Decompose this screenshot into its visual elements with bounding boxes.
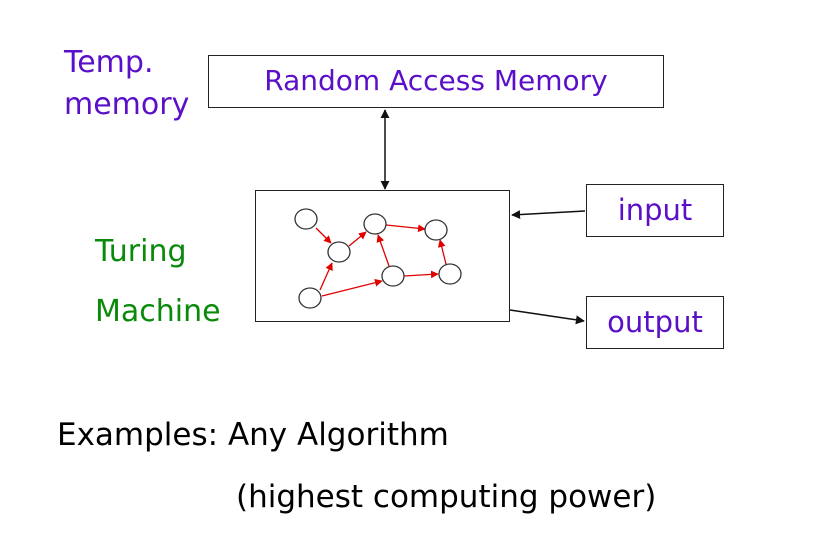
- state-node: [363, 213, 387, 235]
- output-arrow: [509, 309, 585, 325]
- input-arrow: [511, 210, 586, 220]
- state-node: [381, 265, 405, 287]
- state-node: [294, 208, 318, 230]
- temp-label-line1: Temp.: [64, 45, 154, 80]
- turing-machine-label: Turing Machine: [95, 222, 221, 342]
- tm-label-line1: Turing: [95, 234, 187, 269]
- computing-power-text: (highest computing power): [236, 479, 657, 515]
- transition-arrow: [319, 262, 333, 291]
- transition-arrow: [385, 224, 426, 233]
- input-label: input: [617, 193, 693, 227]
- input-box: input: [586, 184, 724, 237]
- examples-text: Examples: Any Algorithm: [57, 417, 449, 453]
- tm-label-line2: Machine: [95, 294, 221, 329]
- output-label: output: [607, 305, 703, 339]
- state-node: [327, 241, 351, 263]
- transition-arrow: [437, 239, 447, 265]
- temp-memory-label: Temp. memory: [64, 42, 189, 126]
- transition-arrow: [348, 231, 367, 247]
- transition-arrow: [403, 270, 439, 279]
- transition-arrow: [315, 227, 332, 244]
- transition-arrow: [376, 234, 390, 267]
- ram-box: Random Access Memory: [208, 55, 664, 108]
- state-node: [424, 219, 448, 241]
- state-node: [298, 287, 322, 309]
- transition-arrow: [321, 278, 383, 297]
- state-node: [438, 263, 462, 285]
- temp-label-line2: memory: [64, 87, 190, 122]
- ram-label: Random Access Memory: [264, 64, 608, 97]
- output-box: output: [586, 296, 724, 349]
